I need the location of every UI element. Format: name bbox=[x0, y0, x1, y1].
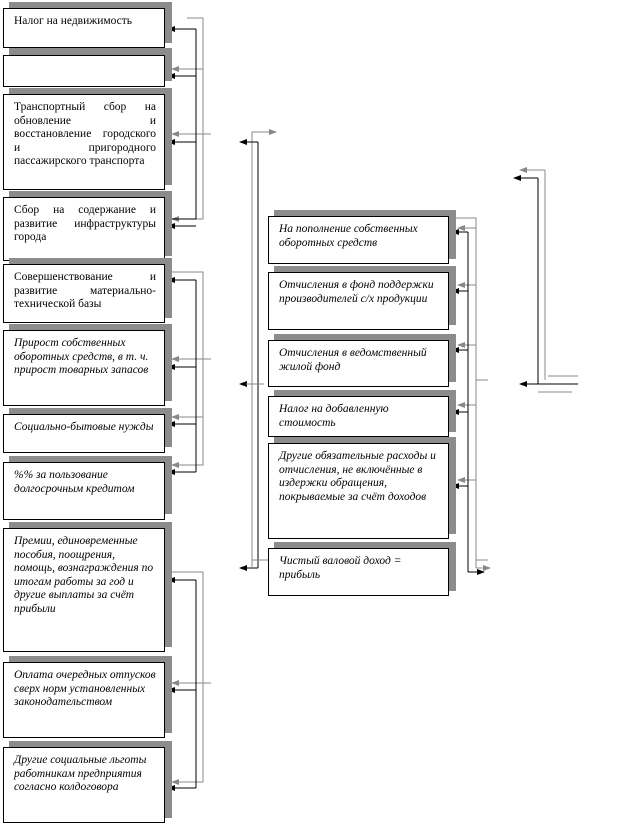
left-box-empty bbox=[3, 55, 165, 87]
left-box-bonuses: Премии, единовременные пособия, поощрени… bbox=[3, 528, 165, 652]
left-box-transport-fee: Транспортный сбор на обновление и восста… bbox=[3, 94, 165, 190]
left-box-working-capital-growth: Прирост собственных оборотных средств, в… bbox=[3, 330, 165, 406]
middle-box-housing-fund: Отчисления в ведомственный жилой фонд bbox=[268, 340, 449, 387]
middle-box-other-expenses: Другие обязательные расходы и отчисления… bbox=[268, 443, 449, 539]
left-box-credit-interest: %% за пользование долгосрочным кредитом bbox=[3, 462, 165, 520]
middle-box-agro-fund: Отчисления в фонд поддержки производител… bbox=[268, 272, 449, 330]
left-box-social-benefits: Другие социальные льготы работникам пред… bbox=[3, 747, 165, 823]
left-box-material-base: Совершенствование и развитие материально… bbox=[3, 264, 165, 323]
middle-box-net-income: Чистый валовой доход = прибыль bbox=[268, 548, 449, 596]
left-box-extra-vacation: Оплата очередных отпусков сверх норм уст… bbox=[3, 662, 165, 738]
middle-box-working-capital: На пополнение собственных оборотных сред… bbox=[268, 216, 449, 264]
left-box-social-needs: Социально-бытовые нужды bbox=[3, 414, 165, 453]
left-box-infrastructure-fee: Сбор на содержание и развитие инфраструк… bbox=[3, 197, 165, 261]
left-box-real-estate-tax: Налог на недвижимость bbox=[3, 8, 165, 48]
middle-box-vat: Налог на добавленную стоимость bbox=[268, 396, 449, 437]
